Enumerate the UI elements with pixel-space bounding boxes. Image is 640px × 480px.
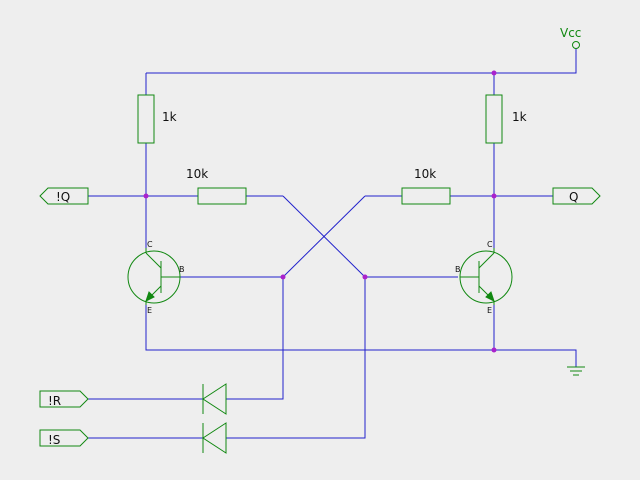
diode-set <box>202 422 227 454</box>
diode-set-icon <box>202 422 227 454</box>
diode-reset-icon <box>202 383 227 415</box>
port-is: !S <box>39 429 89 447</box>
vcc-label: Vcc <box>560 26 581 40</box>
resistor-right-cross-value: 10k <box>414 167 436 181</box>
port-iq-label: !Q <box>56 190 70 204</box>
ground-icon <box>567 366 585 376</box>
resistor-left-pullup: 1k <box>137 94 177 144</box>
wires <box>88 48 577 439</box>
transistor-right-pin-c: C <box>487 240 493 249</box>
junction-vcc-right <box>491 70 497 76</box>
junction-right-base <box>362 274 368 280</box>
port-iq: !Q <box>39 187 89 205</box>
port-q-label: Q <box>569 190 578 204</box>
transistor-left-collector-lead <box>145 252 162 269</box>
transistor-left-pin-b: B <box>179 265 185 274</box>
reset-diode-to-base-wire <box>226 277 284 400</box>
vcc-rail-wire <box>146 48 577 74</box>
transistor-right-npn: C B E <box>455 240 513 315</box>
port-ir-label: !R <box>48 394 61 408</box>
resistor-right-cross-body <box>401 187 451 205</box>
vcc-terminal: Vcc <box>560 26 581 49</box>
port-is-label: !S <box>48 433 60 447</box>
ground-symbol <box>567 366 585 376</box>
transistor-right-pin-b: B <box>455 265 461 274</box>
transistor-right-emitter-arrow <box>485 291 495 302</box>
junction-left-collector <box>143 193 149 199</box>
resistor-right-pullup-value: 1k <box>512 110 527 124</box>
transistor-right-collector-lead <box>478 252 495 269</box>
transistor-left-npn: C B E <box>127 240 185 315</box>
port-ir: !R <box>39 390 89 408</box>
resistor-right-cross: 10k <box>401 167 451 205</box>
resistor-left-pullup-value: 1k <box>162 110 177 124</box>
port-is-shape <box>39 429 89 447</box>
port-q-shape <box>552 187 601 205</box>
left-emitter-wire <box>145 305 577 367</box>
resistor-right-pullup-body <box>485 94 503 144</box>
junction-right-collector <box>491 193 497 199</box>
transistor-left-pin-c: C <box>147 240 153 249</box>
port-iq-shape <box>39 187 89 205</box>
junction-ground-right <box>491 347 497 353</box>
set-diode-to-base-wire <box>226 277 366 439</box>
resistor-right-pullup: 1k <box>485 94 527 144</box>
resistor-left-pullup-body <box>137 94 155 144</box>
transistor-right-pin-e: E <box>487 306 492 315</box>
resistor-left-cross-value: 10k <box>186 167 208 181</box>
vcc-terminal-circle <box>572 41 580 49</box>
resistor-left-cross: 10k <box>186 167 247 205</box>
transistor-left-emitter-arrow <box>145 291 155 302</box>
diode-reset <box>202 383 227 415</box>
transistor-left-pin-e: E <box>147 306 152 315</box>
cross-wire-to-left-base <box>282 195 366 278</box>
port-ir-shape <box>39 390 89 408</box>
port-q: Q <box>552 187 601 205</box>
resistor-left-cross-body <box>197 187 247 205</box>
junction-left-base <box>280 274 286 280</box>
junctions <box>143 70 497 353</box>
